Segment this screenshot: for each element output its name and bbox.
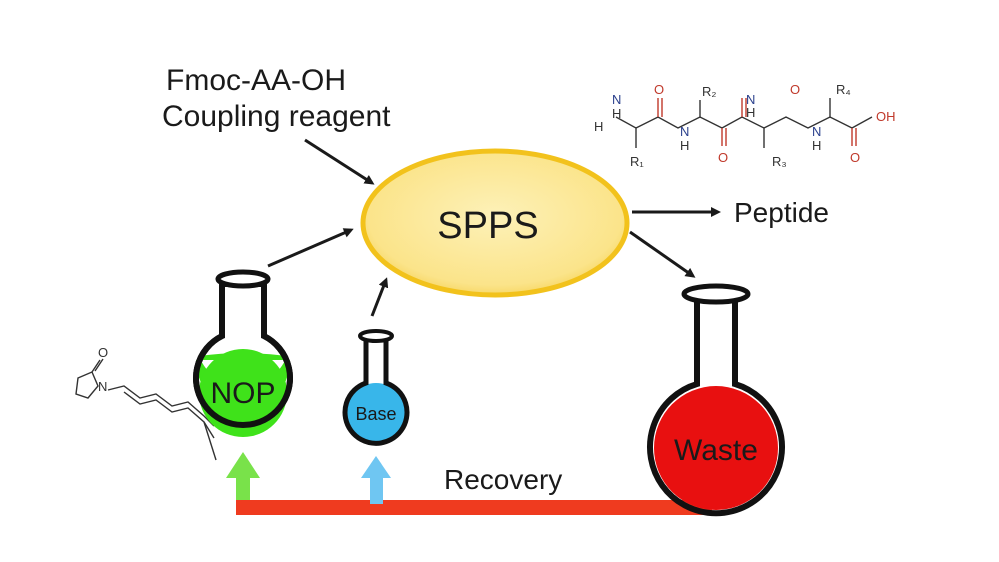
atom-r4: R₄: [836, 82, 851, 97]
reagent-label-coupling: Coupling reagent: [162, 100, 391, 133]
atom-r1: R₁: [630, 154, 644, 169]
atom-n1: N: [612, 92, 621, 107]
atom-r2: R₂: [702, 84, 716, 99]
waste-flask-label: Waste: [674, 434, 758, 467]
peptide-structure: [615, 98, 873, 148]
atom-o2: O: [718, 150, 728, 165]
base-flask-label: Base: [355, 404, 396, 424]
spps-ellipse: [360, 148, 630, 298]
nop-flask-label: NOP: [210, 377, 275, 410]
atom-o4: O: [850, 150, 860, 165]
atom-oh: OH: [876, 109, 896, 124]
nop-atom-n: N: [98, 379, 107, 394]
arrow-nop-to-spps: [267, 228, 354, 268]
recovery-label: Recovery: [444, 464, 562, 495]
atom-h4: H: [812, 138, 821, 153]
atom-n2: N: [680, 124, 689, 139]
atom-h2: H: [680, 138, 689, 153]
waste-flask: [647, 283, 785, 517]
atom-h-left: H: [594, 119, 603, 134]
spps-label: SPPS: [437, 205, 538, 247]
arrow-base-to-spps: [370, 277, 389, 317]
nop-atom-o: O: [98, 345, 108, 360]
atom-h3: H: [746, 105, 755, 120]
atom-o1: O: [654, 82, 664, 97]
arrow-spps-to-waste: [629, 230, 696, 278]
atom-n4: N: [812, 124, 821, 139]
reagent-label-fmoc: Fmoc-AA-OH: [166, 64, 346, 97]
nop-flask: [193, 269, 293, 437]
base-flask: [342, 329, 410, 446]
peptide-atoms: H N H O N H R₁ R₂ O N H O R₃ N H R₄ O OH: [594, 82, 896, 169]
nop-molecule-structure: [75, 358, 217, 461]
peptide-label: Peptide: [734, 197, 829, 228]
atom-h1: H: [612, 106, 621, 121]
recovery-to-nop-arrow: [226, 452, 260, 500]
atom-o3: O: [790, 82, 800, 97]
recovery-to-base-arrow: [361, 456, 391, 504]
atom-n3: N: [746, 92, 755, 107]
atom-r3: R₃: [772, 154, 787, 169]
arrow-reagent-to-spps: [304, 138, 375, 185]
